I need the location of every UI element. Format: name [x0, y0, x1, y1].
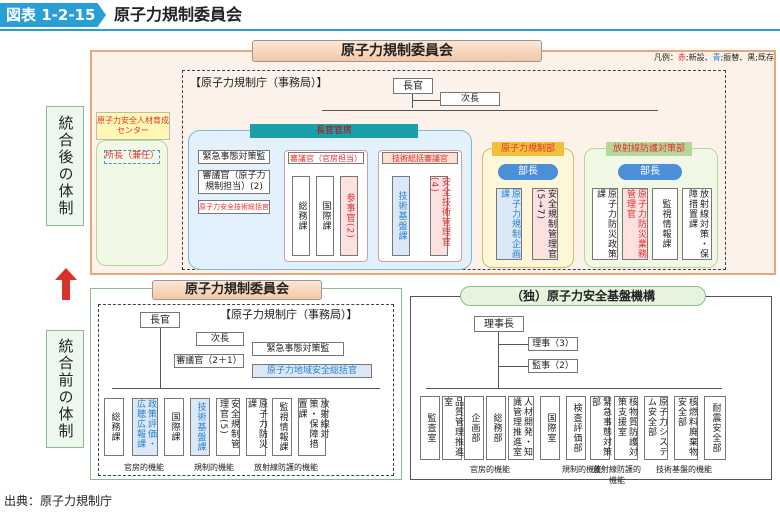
jnes-unit-11: 耐震安全部: [704, 396, 726, 460]
rad-measures: 放射線対策・保障措置課: [682, 188, 712, 260]
jnes-chair: 理事長: [474, 316, 524, 332]
after-councillor: 参事官(2): [340, 176, 358, 256]
jnes-unit-6: 検査評価部: [566, 396, 586, 460]
before-unit-0: 総務課: [104, 398, 124, 456]
jnes-unit-10: 核燃料廃棄物安全部: [674, 396, 698, 460]
jnes-unit-1: 品質管理推進室: [442, 396, 463, 460]
after-emergency: 緊急事態対策監: [198, 150, 270, 164]
up-arrow-icon: [55, 268, 77, 300]
legend: 凡例：赤;新設、青;振替、黒;既存: [653, 53, 774, 62]
after-general-affairs: 総務課: [292, 176, 310, 256]
rad-dept-label: 放射線防護対策部: [606, 142, 692, 156]
before-unit-7: 放射線対策・保障措置課: [297, 398, 329, 456]
rad-dept-head: 部長: [618, 164, 682, 180]
after-chief: 長官: [393, 78, 433, 94]
before-emergency: 緊急事態対策監: [252, 342, 344, 356]
before-agency-frame: [98, 304, 394, 476]
jnes-unit-9: 原子力システム安全部: [644, 396, 668, 460]
before-unit-4: 安全規制管理官(5): [216, 398, 240, 456]
before-unit-2: 国際課: [164, 398, 184, 456]
after-commission: 原子力規制委員会: [252, 40, 542, 62]
before-unit-1: 政策評価・広聴広報課: [132, 398, 158, 456]
source-note: 出典：原子力規制庁: [4, 494, 113, 508]
jnes-auditor: 監事（2）: [528, 359, 578, 373]
jnes-unit-2: 企画部: [464, 396, 484, 460]
before-group-0: 官房的機能: [124, 463, 164, 472]
jnes-unit-4: 人材開発・知識管理推進室: [508, 396, 534, 460]
jnes-title: （独）原子力安全基盤機構: [460, 286, 706, 306]
before-group-2: 放射線防護的機能: [254, 463, 318, 472]
after-inspector-office: 原子力安全技術総括官: [198, 200, 270, 214]
disaster-policy: 原子力防災政策課: [592, 188, 618, 260]
reg-dept-head: 部長: [498, 164, 558, 180]
jnes-unit-5: 国際室: [540, 396, 560, 460]
before-counselor: 審議官（2＋1）: [174, 354, 244, 368]
monitor: 監視情報課: [652, 188, 678, 260]
header-rule: [0, 29, 780, 31]
after-intl: 国際課: [316, 176, 334, 256]
training-panel: [96, 140, 168, 266]
figure-title: 原子力規制委員会: [114, 5, 243, 24]
safety-reg: 安全規制管理官(5→7): [532, 188, 558, 260]
training-head: 所長（兼任）: [104, 150, 160, 164]
side-label-after: 統合後の体制: [46, 106, 84, 226]
jnes-unit-3: 総務部: [486, 396, 506, 460]
jnes-unit-0: 監査室: [420, 396, 440, 460]
before-commission: 原子力規制委員会: [152, 280, 322, 300]
jnes-group-2: 放射線防護的機能: [593, 465, 641, 485]
after-safety-tech: 安全技術管理官(4): [429, 176, 450, 256]
jnes-director: 理事（3）: [528, 337, 578, 351]
jnes-group-3: 技術基盤的機能: [656, 465, 712, 474]
after-deputy: 次長: [440, 92, 500, 106]
disaster-mgr: 原子力防災業務管理官: [622, 188, 648, 260]
after-tech-infra: 技術基盤課: [392, 176, 410, 256]
before-group-1: 規制的機能: [194, 463, 234, 472]
jnes-unit-7: 緊急事態対策部: [590, 396, 611, 460]
jnes-unit-8: 核物質防護対策支援室: [614, 396, 638, 460]
after-agency-label: 【原子力規制庁（事務局）】: [190, 76, 328, 89]
before-unit-5: 原子力防災課: [246, 398, 267, 456]
after-counselor2: 審議官（官房担当）: [288, 152, 364, 164]
reg-dept-label: 原子力規制部: [492, 142, 564, 156]
before-unit-6: 監視情報課: [272, 398, 292, 456]
after-tech-office: 技術総括審議官: [382, 152, 458, 164]
secretariat-bar: 長官官房: [250, 124, 418, 138]
figure-tag: 図表 1-2-15: [0, 3, 106, 27]
before-unit-3: 技術基盤課: [190, 398, 210, 456]
before-agency-label: 【原子力規制庁（事務局）】: [220, 308, 358, 321]
reg-plan: 原子力規制企画課: [496, 188, 522, 260]
after-counselor: 審議官（原子力規制担当）(2): [198, 170, 270, 194]
jnes-group-1: 規制的機能: [562, 465, 602, 474]
before-regional: 原子力地域安全総括官: [252, 364, 372, 378]
before-chief: 長官: [140, 312, 180, 328]
training-center: 原子力安全人材育成センター: [96, 112, 170, 140]
before-deputy: 次長: [196, 332, 244, 346]
side-label-before: 統合前の体制: [46, 330, 84, 448]
jnes-group-0: 官房的機能: [470, 465, 510, 474]
